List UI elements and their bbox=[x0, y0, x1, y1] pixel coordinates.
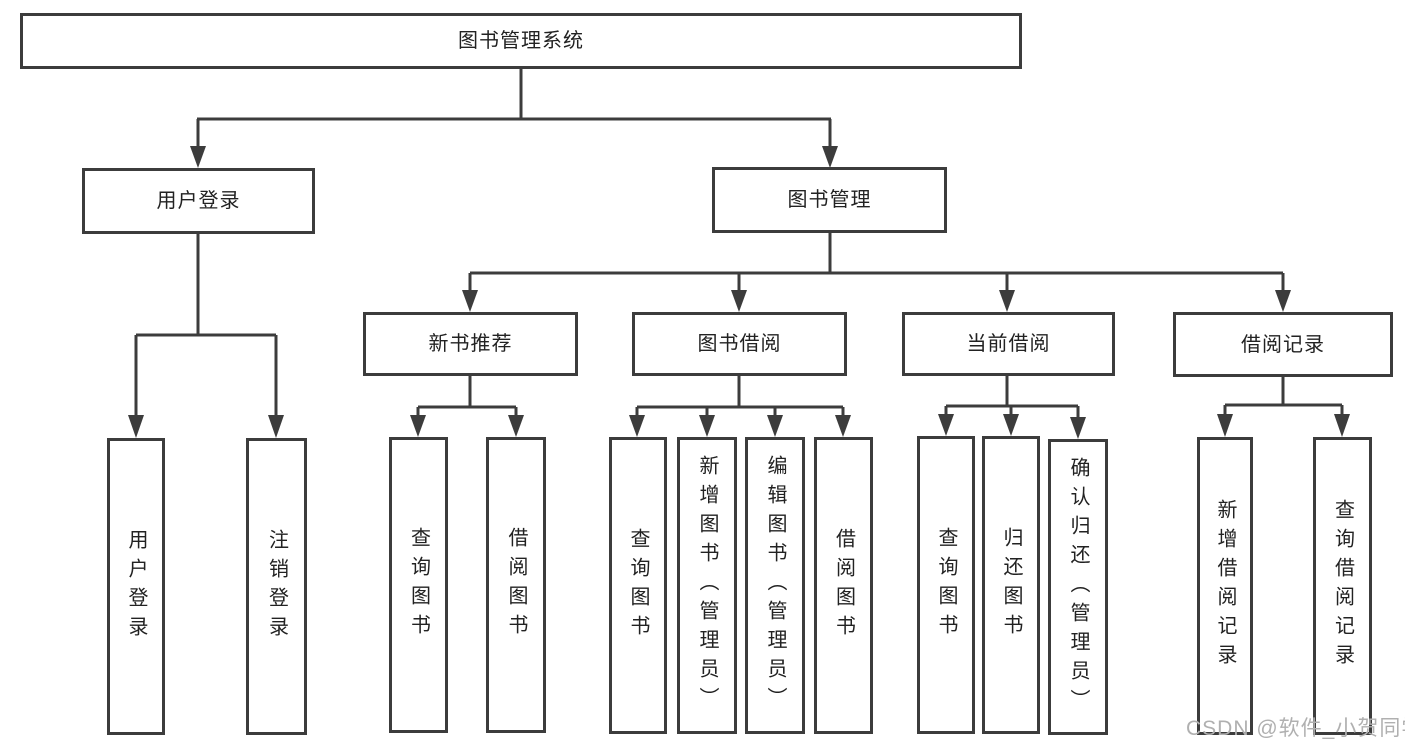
arrow-down-icon bbox=[462, 290, 478, 312]
connector-new-book-recommend-to-leaves bbox=[410, 376, 524, 437]
leaf-add-borrowing-record: 新增借阅记录 bbox=[1197, 437, 1253, 735]
leaf-user-login: 用户登录 bbox=[107, 438, 165, 735]
arrow-down-icon bbox=[1275, 290, 1291, 312]
node-library-management-system: 图书管理系统 bbox=[20, 13, 1022, 69]
arrow-down-icon bbox=[938, 414, 954, 436]
arrow-down-icon bbox=[767, 415, 783, 437]
connector-current-borrowing-to-leaves bbox=[938, 376, 1086, 439]
arrow-down-icon bbox=[629, 415, 645, 437]
connector-user-login-to-leaves bbox=[128, 232, 284, 438]
leaf-query-books-borrowing: 查询图书 bbox=[609, 437, 667, 734]
connector-root-to-level2 bbox=[190, 66, 838, 168]
arrow-down-icon bbox=[835, 415, 851, 437]
leaf-add-books-admin: 新增图书（管理员） bbox=[677, 437, 737, 734]
leaf-logout: 注销登录 bbox=[246, 438, 307, 735]
arrow-down-icon bbox=[1003, 414, 1019, 436]
node-borrowing-records: 借阅记录 bbox=[1173, 312, 1393, 377]
leaf-borrow-books-recommend: 借阅图书 bbox=[486, 437, 546, 733]
arrow-down-icon bbox=[128, 415, 144, 438]
leaf-borrow-books: 借阅图书 bbox=[814, 437, 873, 734]
csdn-watermark: CSDN @软件_小贺同学 bbox=[1186, 717, 1405, 740]
arrow-down-icon bbox=[1217, 414, 1233, 437]
connector-borrowing-records-to-leaves bbox=[1217, 377, 1350, 437]
arrow-down-icon bbox=[731, 290, 747, 312]
arrow-down-icon bbox=[268, 415, 284, 438]
node-current-borrowing: 当前借阅 bbox=[902, 312, 1115, 376]
arrow-down-icon bbox=[822, 146, 838, 168]
node-new-book-recommend: 新书推荐 bbox=[363, 312, 578, 376]
leaf-query-borrowing-record: 查询借阅记录 bbox=[1313, 437, 1372, 735]
node-book-management: 图书管理 bbox=[712, 167, 947, 233]
leaf-edit-books-admin: 编辑图书（管理员） bbox=[745, 437, 805, 734]
arrow-down-icon bbox=[190, 146, 206, 168]
connector-book-borrowing-to-leaves bbox=[629, 376, 851, 437]
arrow-down-icon bbox=[508, 415, 524, 437]
connector-book-management-to-level3 bbox=[462, 232, 1291, 312]
leaf-confirm-return-admin: 确认归还（管理员） bbox=[1048, 439, 1108, 735]
arrow-down-icon bbox=[410, 415, 426, 437]
node-user-login: 用户登录 bbox=[82, 168, 315, 234]
leaf-query-books-current: 查询图书 bbox=[917, 436, 975, 734]
arrow-down-icon bbox=[1070, 417, 1086, 439]
arrow-down-icon bbox=[999, 290, 1015, 312]
leaf-query-books-recommend: 查询图书 bbox=[389, 437, 448, 733]
node-book-borrowing: 图书借阅 bbox=[632, 312, 847, 376]
arrow-down-icon bbox=[1334, 414, 1350, 437]
leaf-return-books: 归还图书 bbox=[982, 436, 1040, 734]
arrow-down-icon bbox=[699, 415, 715, 437]
